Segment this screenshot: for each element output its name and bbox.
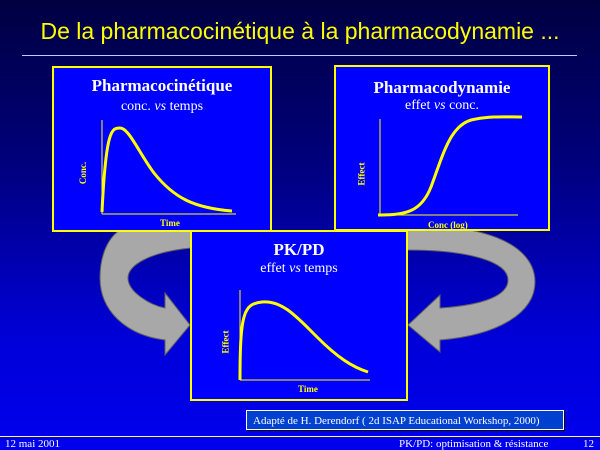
pk-curve (100, 126, 233, 213)
footer-divider (0, 436, 600, 437)
pkpd-curve-plot (238, 290, 370, 381)
slide-title: De la pharmacocinétique à la pharmacodyn… (40, 18, 560, 44)
pd-title: Pharmacodynamie (373, 78, 511, 97)
pk-x-label: Time (160, 218, 180, 228)
pk-box: Pharmacocinétique conc. vs temps Conc. T… (52, 66, 272, 232)
pk-y-label: Conc. (78, 161, 89, 185)
pd-curve (377, 115, 523, 217)
footer-date: 12 mai 2001 (5, 438, 60, 450)
pkpd-x-label: Time (298, 384, 318, 394)
pkpd-box: PK/PD effet vs temps Effect Time (190, 230, 408, 401)
pd-x-label: Conc (log) (428, 220, 468, 230)
pd-box: Pharmacodynamie effet vs conc. Effect Co… (334, 65, 550, 231)
pk-subtitle: conc. vs temps (120, 99, 204, 114)
source-credit: Adapté de H. Derendorf ( 2d ISAP Educati… (246, 410, 564, 430)
pkpd-curve (238, 300, 369, 381)
title-divider (22, 55, 577, 56)
right-curved-arrow (406, 229, 536, 354)
footer-topic: PK/PD: optimisation & résistance (399, 438, 549, 450)
pkpd-subtitle: effet vs temps (260, 261, 338, 276)
pk-curve-plot (100, 120, 236, 215)
pk-title: Pharmacocinétique (91, 76, 233, 95)
pd-curve-plot (377, 115, 523, 217)
pd-y-label: Effect (356, 162, 367, 186)
pkpd-title: PK/PD (273, 240, 325, 259)
pd-subtitle: effet vs conc. (405, 98, 479, 113)
left-curved-arrow (99, 229, 192, 357)
page-number: 12 (583, 438, 594, 450)
pkpd-y-label: Effect (220, 330, 231, 354)
